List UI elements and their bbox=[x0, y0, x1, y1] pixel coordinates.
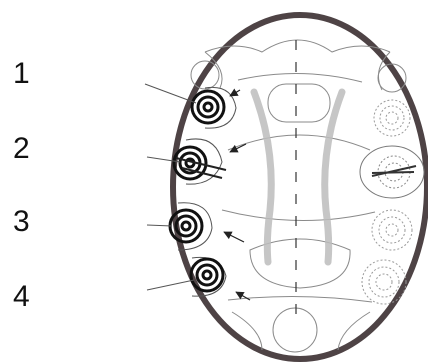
right-crossed-whorl bbox=[360, 146, 424, 198]
whorl-3 bbox=[170, 210, 202, 242]
shaded-curves bbox=[254, 92, 342, 262]
sketch-structure bbox=[191, 40, 406, 352]
whorl-4 bbox=[191, 259, 223, 291]
interior-arrows bbox=[224, 90, 250, 300]
outer-oval bbox=[173, 15, 427, 359]
right-whorls bbox=[362, 100, 412, 304]
whorl-1 bbox=[192, 91, 224, 123]
